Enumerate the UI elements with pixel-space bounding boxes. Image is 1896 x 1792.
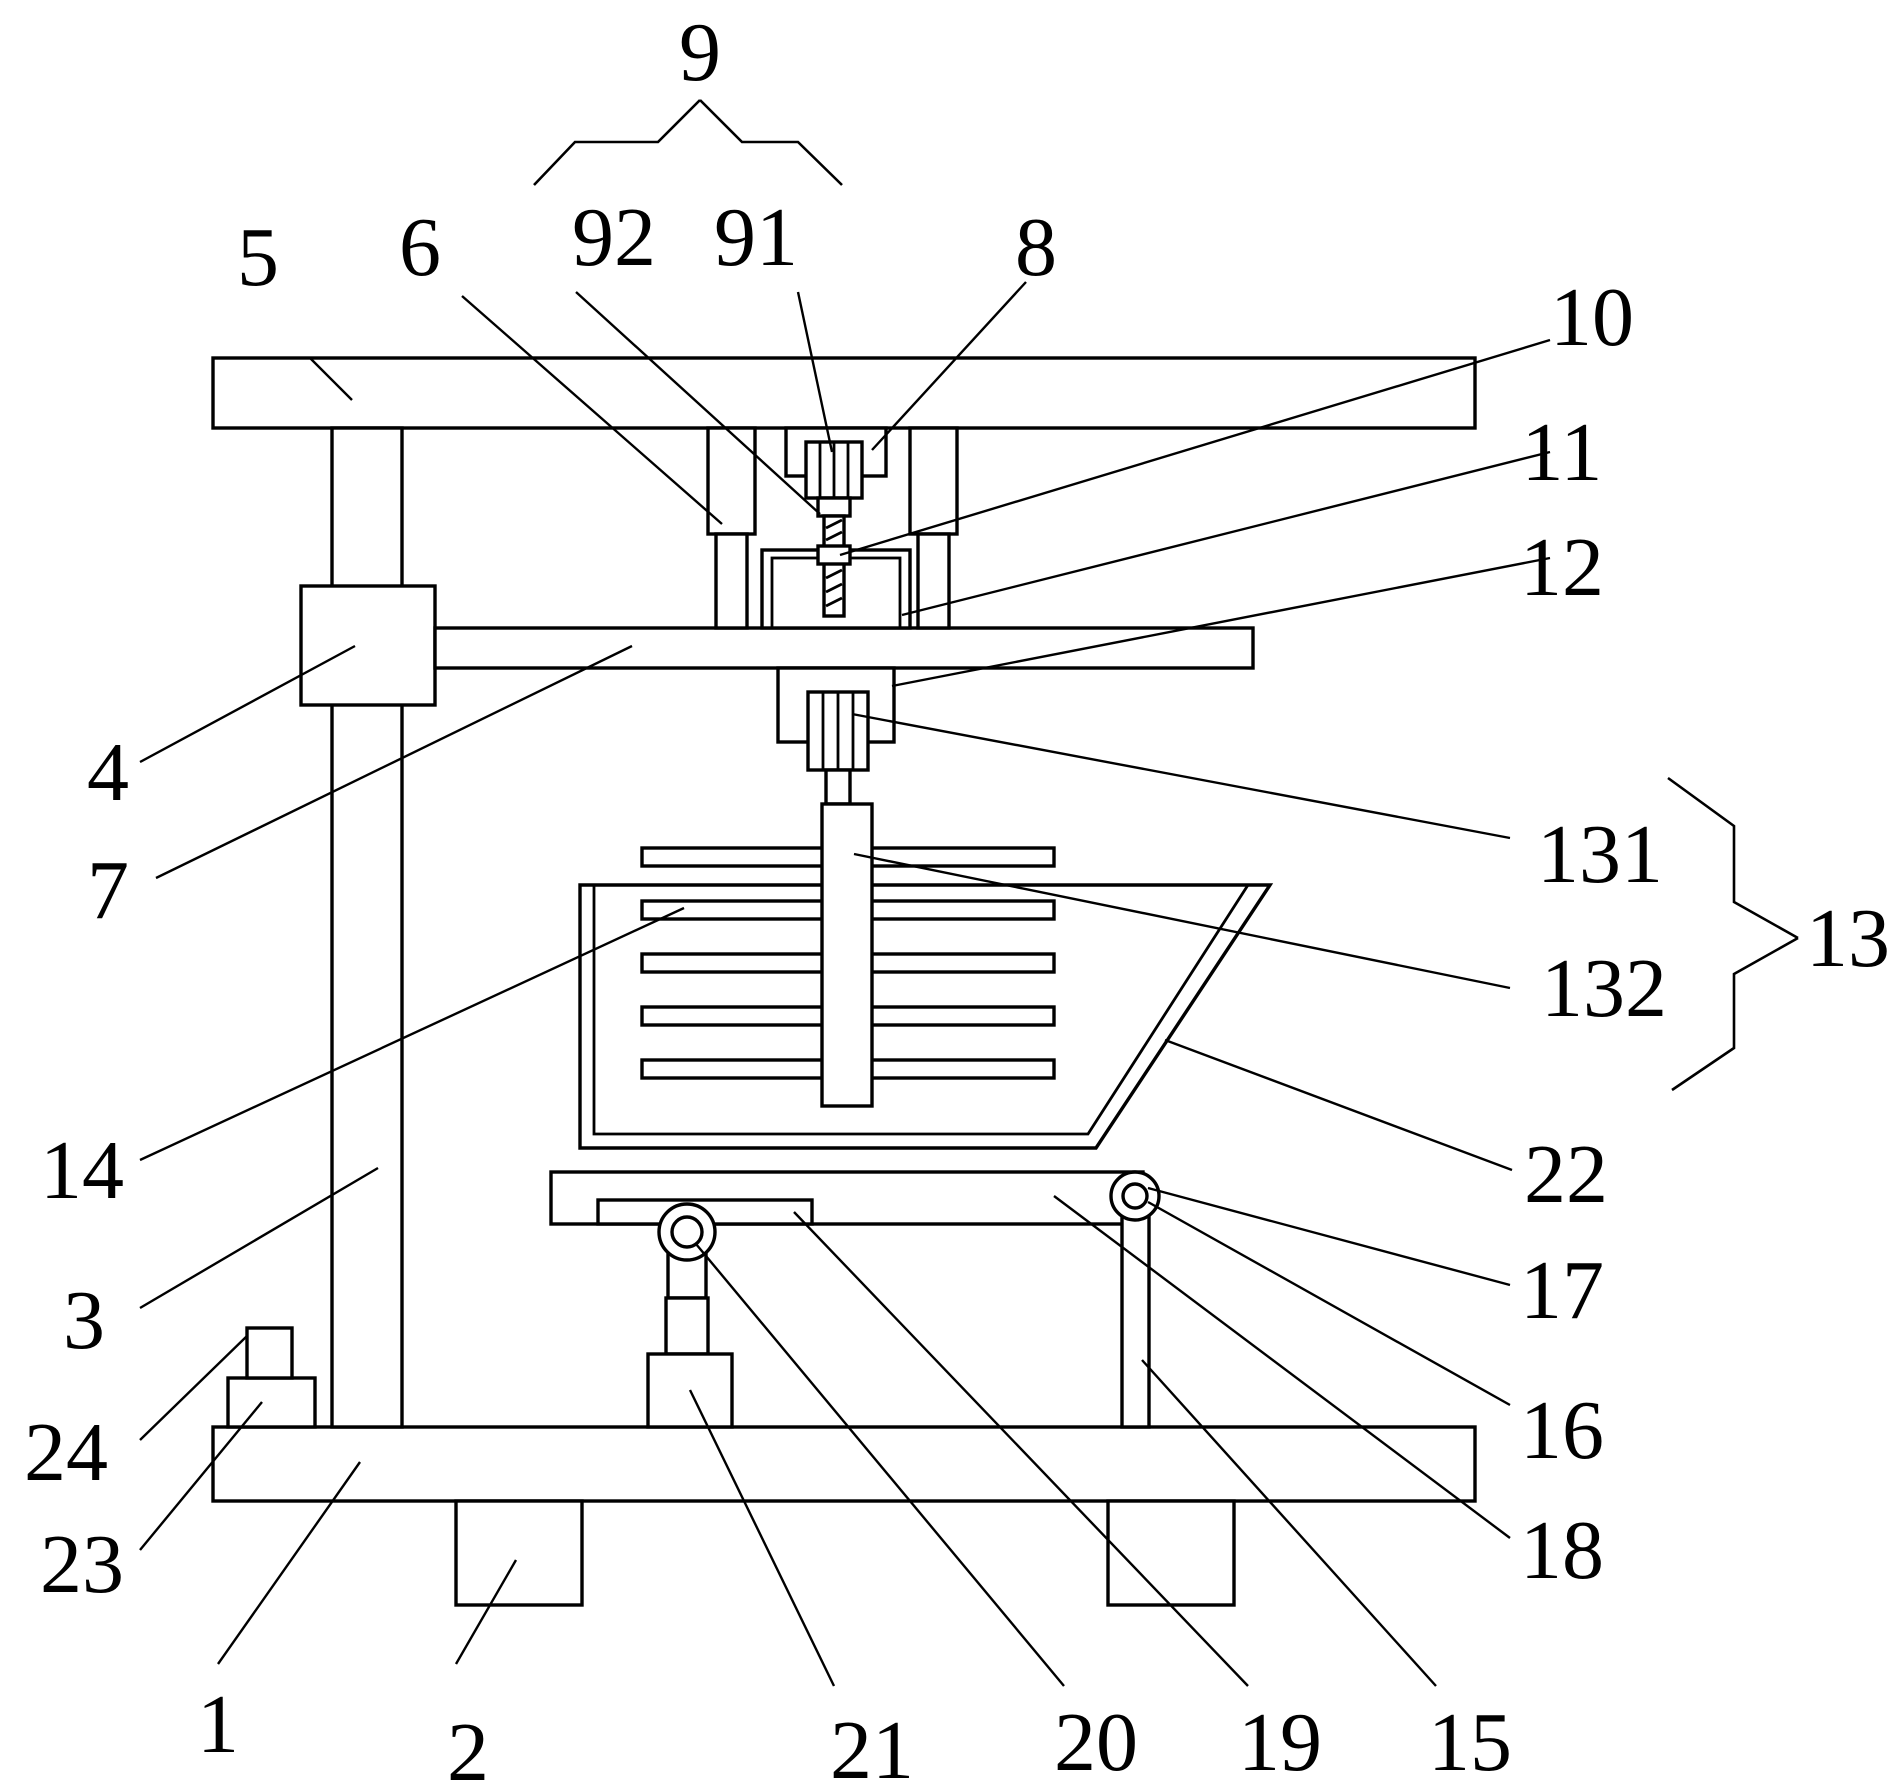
label-12: 12: [1520, 521, 1604, 614]
brace-13-upper: [1667, 776, 1799, 940]
top-plate: [211, 356, 1477, 430]
control-switch: [245, 1326, 294, 1380]
cylinder-rod-right: [916, 532, 951, 630]
label-11: 11: [1522, 406, 1603, 499]
label-24: 24: [24, 1406, 108, 1499]
leader-lines: [139, 281, 1551, 1687]
label-6: 6: [399, 201, 441, 294]
pivot-pin: [1121, 1182, 1149, 1210]
label-16: 16: [1520, 1384, 1604, 1477]
label-22: 22: [1524, 1128, 1608, 1221]
label-1: 1: [197, 1678, 239, 1771]
label-19: 19: [1238, 1696, 1322, 1789]
cylinder-right: [908, 426, 959, 536]
horizontal-arm: [433, 626, 1255, 670]
label-9: 9: [679, 6, 721, 99]
label-14: 14: [40, 1124, 124, 1217]
label-8: 8: [1015, 201, 1057, 294]
label-131: 131: [1537, 808, 1663, 901]
control-box: [226, 1376, 317, 1429]
label-20: 20: [1054, 1696, 1138, 1789]
upper-motor-neck: [816, 496, 852, 518]
lift-cylinder: [646, 1352, 734, 1429]
label-91: 91: [714, 191, 798, 284]
brace-9-left: [533, 99, 701, 186]
hinge-inner: [670, 1215, 704, 1249]
support-post: [1120, 1194, 1151, 1429]
stirring-shaft: [820, 802, 874, 1108]
foot-right: [1106, 1499, 1236, 1607]
actuator-body: [664, 1296, 710, 1356]
cylinder-rod-left: [714, 532, 749, 630]
label-23: 23: [40, 1518, 124, 1611]
column: [330, 426, 404, 1429]
label-18: 18: [1520, 1504, 1604, 1597]
label-4: 4: [87, 726, 129, 819]
label-2: 2: [447, 1706, 489, 1792]
label-7: 7: [87, 844, 129, 937]
label-5: 5: [237, 211, 279, 304]
foot-left: [454, 1499, 584, 1607]
mixer-coupling: [824, 768, 852, 806]
base-plate: [211, 1425, 1477, 1503]
label-3: 3: [63, 1274, 105, 1367]
part-labels: 9 5 6 92 91 8 10 11 12 4 7 131 132 13 14…: [24, 6, 1890, 1792]
brace-9-right: [699, 99, 843, 186]
label-21: 21: [830, 1704, 914, 1792]
label-17: 17: [1520, 1244, 1604, 1337]
screw-nut: [816, 544, 852, 566]
label-15: 15: [1428, 1696, 1512, 1789]
label-92: 92: [572, 191, 656, 284]
slider-block: [299, 584, 437, 707]
label-13: 13: [1806, 892, 1890, 985]
label-10: 10: [1550, 271, 1634, 364]
label-132: 132: [1541, 942, 1667, 1035]
brace-13-lower: [1671, 936, 1799, 1092]
